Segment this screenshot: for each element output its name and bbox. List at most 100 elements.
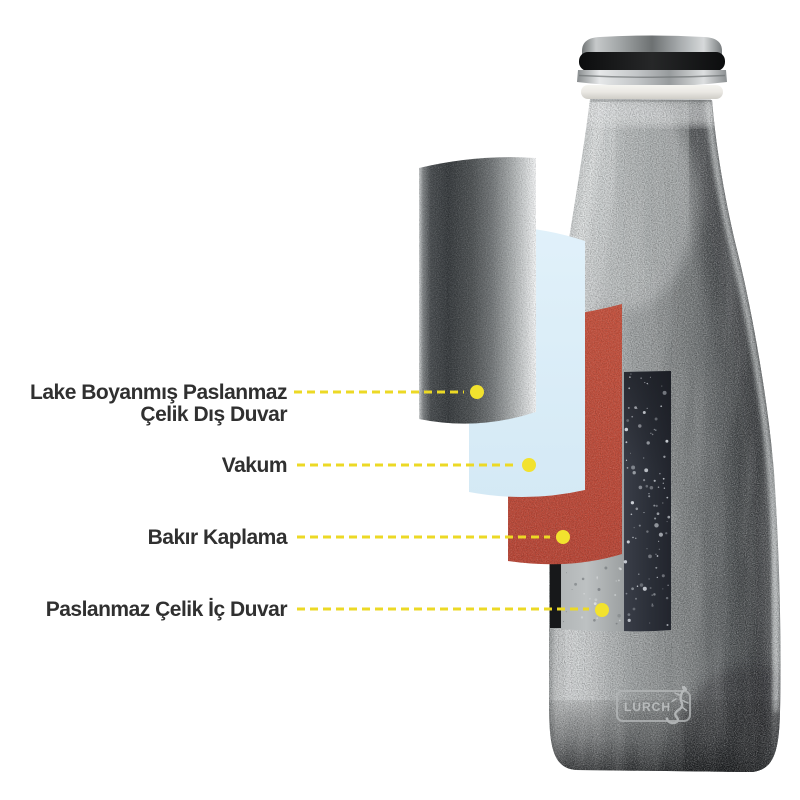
- bubble: [631, 587, 634, 591]
- bubble: [651, 603, 653, 605]
- bubble: [649, 622, 651, 624]
- bubble: [565, 611, 567, 613]
- bubble: [666, 623, 669, 627]
- bubble: [630, 501, 635, 505]
- bubble: [626, 419, 630, 422]
- bubble: [646, 382, 648, 385]
- brand-logo: LURCH: [616, 685, 691, 725]
- bubble: [653, 504, 656, 507]
- bubble: [651, 594, 653, 596]
- bubble: [618, 619, 621, 622]
- bubble: [562, 621, 565, 623]
- bubble: [638, 524, 641, 527]
- bubble: [627, 613, 631, 616]
- bubble: [655, 504, 658, 508]
- bubble: [660, 405, 663, 408]
- bubble: [665, 596, 669, 600]
- callout-vacuum: Vakum: [222, 454, 536, 477]
- bubble: [580, 616, 584, 619]
- bubble: [661, 385, 663, 387]
- bubble: [604, 566, 608, 570]
- callout-label-outer-wall-line2: Çelik Dış Duvar: [140, 403, 287, 426]
- bubble: [566, 572, 567, 574]
- bubble: [653, 428, 656, 431]
- bubble: [646, 530, 649, 533]
- bubble: [630, 373, 632, 375]
- bubble: [593, 602, 597, 606]
- layer-outer-wall: [419, 157, 536, 424]
- bubble: [663, 487, 666, 489]
- bubble: [634, 406, 637, 409]
- bubble: [657, 486, 660, 488]
- bubble: [638, 424, 642, 428]
- bubble: [632, 607, 636, 611]
- bubble: [659, 472, 661, 475]
- bubble: [627, 618, 631, 622]
- bubble: [655, 429, 657, 431]
- bubble: [655, 566, 658, 569]
- bubble: [646, 407, 648, 410]
- bubble: [643, 479, 646, 482]
- cap-seal-ring: [579, 52, 725, 71]
- callout-label-vacuum: Vakum: [222, 454, 287, 477]
- bubble: [658, 532, 663, 537]
- bubble: [632, 471, 636, 475]
- bubble: [649, 376, 651, 378]
- callout-inner-wall: Paslanmaz Çelik İç Duvar: [46, 598, 609, 621]
- bubble: [638, 485, 643, 490]
- bubble: [626, 467, 629, 469]
- bubble: [639, 583, 644, 587]
- bubble: [654, 417, 658, 421]
- bubble: [662, 502, 664, 504]
- cap-flare: [577, 70, 727, 87]
- inner-panel-top-shade: [624, 371, 671, 470]
- bubble: [596, 617, 599, 619]
- bubble: [635, 597, 637, 600]
- bubble: [574, 582, 578, 586]
- bubble: [644, 382, 646, 384]
- bubble: [635, 537, 637, 539]
- gecko-icon: [665, 685, 689, 725]
- bubble: [633, 526, 635, 529]
- bubble: [666, 496, 669, 499]
- bubble: [649, 486, 654, 490]
- bubble: [617, 579, 620, 582]
- bubble: [628, 387, 631, 390]
- bubble: [615, 622, 618, 625]
- bubble: [635, 507, 639, 511]
- bubble: [658, 540, 660, 543]
- outer-wall-grain-dark: [419, 157, 536, 424]
- bubble: [667, 584, 669, 586]
- brand-logo-frame: [616, 690, 691, 722]
- callout-dot-vacuum: [522, 458, 536, 472]
- callout-outer-wall: Lake Boyanmış Paslanmaz Çelik Dış Duvar: [30, 381, 484, 426]
- bubble: [666, 521, 668, 523]
- bubble: [651, 433, 654, 436]
- bubble: [662, 482, 664, 484]
- bubble: [597, 588, 601, 591]
- bubble: [626, 540, 630, 544]
- bubble: [662, 390, 667, 395]
- bubble: [625, 441, 628, 444]
- bubble: [589, 598, 591, 600]
- bubble: [648, 578, 650, 580]
- bubble: [663, 455, 666, 458]
- callout-dot-copper: [556, 530, 570, 544]
- bubble: [654, 517, 657, 520]
- bubble: [649, 587, 652, 589]
- callout-label-inner-wall: Paslanmaz Çelik İç Duvar: [46, 598, 288, 621]
- bubble: [648, 495, 651, 498]
- bubble: [645, 484, 649, 488]
- bubble: [653, 593, 656, 596]
- bubble: [632, 536, 634, 539]
- bubble: [636, 585, 639, 588]
- bubble: [596, 576, 598, 578]
- brand-logo-text: LURCH: [624, 700, 671, 714]
- bubble: [593, 619, 596, 622]
- bubble: [662, 588, 664, 590]
- bubble: [640, 377, 642, 379]
- bubble: [571, 588, 573, 591]
- bubble: [625, 592, 628, 595]
- bubble: [653, 479, 656, 482]
